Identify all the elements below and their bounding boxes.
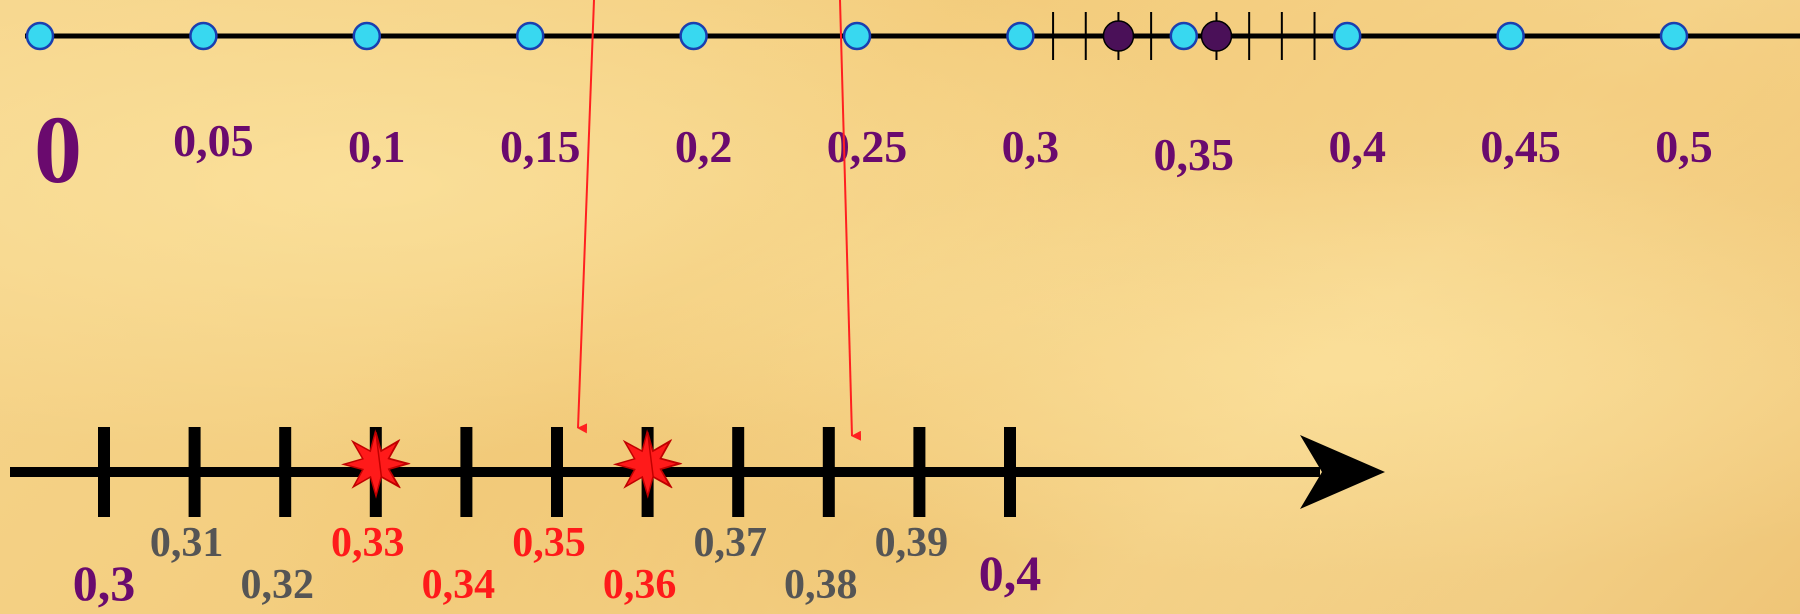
bottom-tick bbox=[188, 427, 201, 517]
top-tick-label: 0,05 bbox=[173, 115, 254, 166]
top-highlight-point bbox=[1102, 20, 1135, 52]
top-tick-label: 0,1 bbox=[348, 121, 406, 172]
bottom-tick-label: 0,35 bbox=[512, 520, 586, 566]
top-marker-point bbox=[1169, 21, 1199, 51]
bottom-tick-label: 0,38 bbox=[784, 562, 858, 608]
bottom-tick-label: 0,37 bbox=[693, 520, 767, 566]
top-highlight-point bbox=[1200, 20, 1233, 52]
bottom-tick bbox=[279, 427, 292, 517]
bottom-highlight-star bbox=[612, 429, 683, 499]
top-tick-label: 0,25 bbox=[827, 121, 908, 172]
top-marker-point bbox=[1006, 21, 1035, 51]
zoom-connector-arrows bbox=[577, 0, 862, 441]
bottom-tick-label: 0,33 bbox=[331, 520, 405, 566]
bottom-tick-label: 0,4 bbox=[979, 545, 1042, 601]
top-marker-point bbox=[352, 21, 382, 51]
top-marker-point bbox=[189, 21, 218, 51]
top-tick-label: 0,3 bbox=[1002, 121, 1060, 172]
top-marker-point bbox=[1659, 21, 1689, 51]
bottom-number-line: 0,3 0,31 0,32 0,33 0,34 0,35 0,36 0,37 0,38 0,39 0… bbox=[10, 427, 1385, 611]
bottom-tick-label: 0,34 bbox=[422, 562, 496, 608]
bottom-tick-label: 0,3 bbox=[73, 555, 136, 611]
zero-label: 0 bbox=[34, 96, 82, 203]
top-marker-point bbox=[25, 21, 55, 51]
bottom-tick bbox=[1004, 427, 1016, 517]
top-tick-label: 0,45 bbox=[1480, 121, 1561, 172]
top-tick-label: 0,15 bbox=[500, 121, 581, 172]
top-tick-label: 0,35 bbox=[1154, 129, 1235, 180]
top-tick-label: 0,2 bbox=[675, 121, 733, 172]
top-tick-label: 0,4 bbox=[1328, 121, 1386, 172]
top-number-line: 0 0,05 0,1 0,15 0,2 0,25 0,3 0,35 0,4 0,45 0,5 bbox=[25, 12, 1800, 203]
top-tick-label: 0,5 bbox=[1655, 121, 1713, 172]
bottom-highlight-star bbox=[341, 429, 411, 499]
bottom-tick-label: 0,36 bbox=[603, 562, 677, 608]
bottom-tick bbox=[822, 427, 835, 517]
bottom-tick bbox=[551, 427, 563, 517]
top-marker-point bbox=[1496, 21, 1525, 51]
bottom-tick-label: 0,32 bbox=[240, 562, 314, 608]
connector-arrow-0.33 bbox=[577, 0, 595, 434]
bottom-tick bbox=[460, 427, 473, 517]
bottom-tick bbox=[913, 427, 926, 517]
top-marker-point bbox=[842, 21, 872, 51]
top-marker-point bbox=[515, 21, 545, 51]
bottom-axis-arrowhead bbox=[1300, 435, 1385, 509]
bottom-tick bbox=[98, 427, 110, 517]
top-marker-point bbox=[1332, 21, 1362, 51]
bottom-tick-label: 0,39 bbox=[875, 520, 949, 566]
bottom-tick-label: 0,31 bbox=[150, 520, 224, 566]
top-marker-point bbox=[679, 21, 708, 51]
bottom-tick bbox=[732, 427, 745, 517]
connector-arrow-0.36 bbox=[839, 0, 862, 441]
